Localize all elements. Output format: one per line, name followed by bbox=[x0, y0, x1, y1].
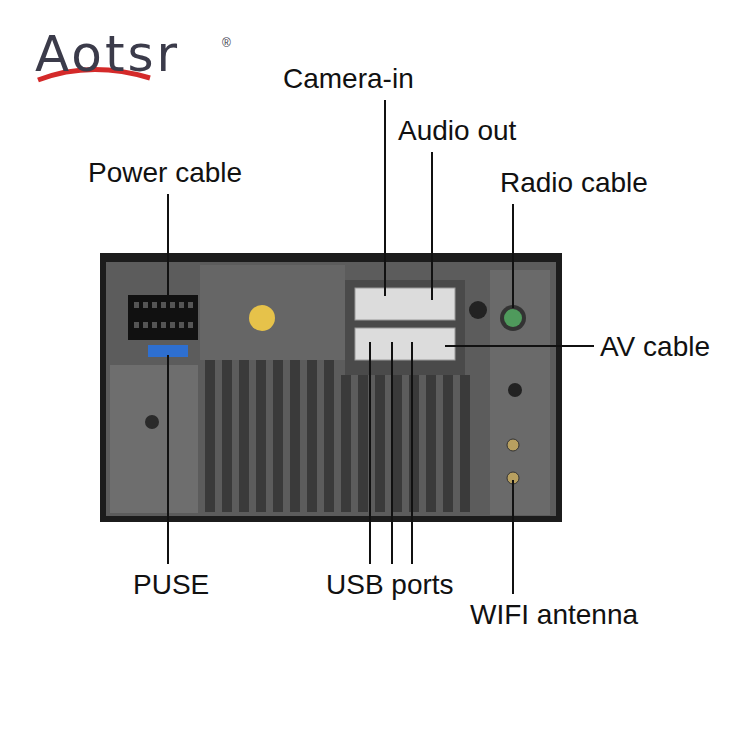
cooling-fins bbox=[205, 360, 470, 512]
plate-panel bbox=[200, 265, 345, 360]
part-label: Power cable bbox=[88, 156, 242, 190]
rear-plate bbox=[106, 262, 556, 516]
part-label: Audio out bbox=[398, 114, 516, 148]
round-jack bbox=[508, 383, 522, 397]
part-label: WIFI antenna bbox=[470, 598, 638, 632]
radio-socket-ring bbox=[500, 305, 526, 331]
brand-logo: Aotsr bbox=[35, 24, 180, 84]
part-label: PUSE bbox=[133, 568, 209, 602]
screw-hole bbox=[145, 415, 159, 429]
round-jack bbox=[469, 301, 487, 319]
part-label: USB ports bbox=[326, 568, 454, 602]
socket-recess bbox=[345, 280, 465, 375]
antenna-panel bbox=[490, 270, 550, 515]
mount-bracket bbox=[110, 365, 198, 513]
registered-mark: ® bbox=[222, 36, 231, 50]
power-connector bbox=[128, 295, 198, 340]
camera-audio-socket bbox=[355, 288, 455, 320]
radio-socket bbox=[504, 309, 522, 327]
part-label: AV cable bbox=[600, 330, 710, 364]
part-label: Camera-in bbox=[283, 62, 414, 96]
unit-body bbox=[100, 253, 562, 522]
part-label: Radio cable bbox=[500, 166, 648, 200]
qc-sticker bbox=[249, 305, 275, 331]
antenna-connector bbox=[507, 439, 519, 451]
connector-pins bbox=[134, 302, 193, 328]
